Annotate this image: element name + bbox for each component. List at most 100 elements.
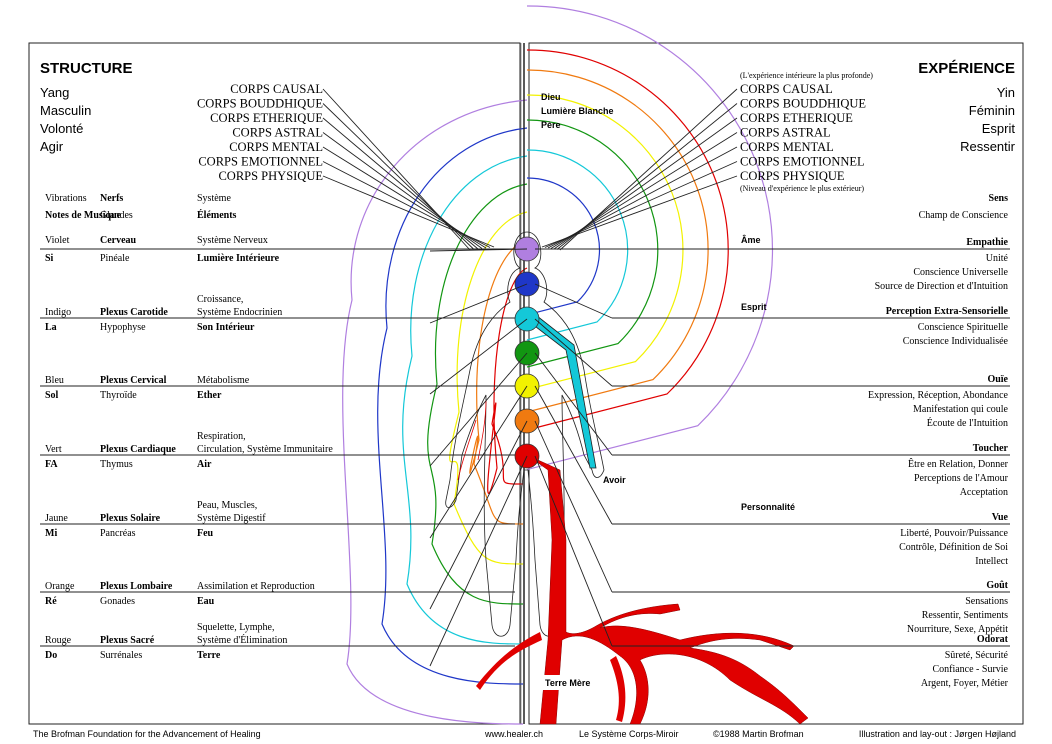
left-body-label: CORPS MENTAL <box>229 140 323 154</box>
left-quality: Yang <box>40 85 69 100</box>
right-quality: Féminin <box>969 103 1015 118</box>
left-row-systeme: Circulation, Système Immunitaire <box>197 444 333 455</box>
right-chakra-connector <box>534 420 613 593</box>
right-row-sense: Toucher <box>973 443 1009 454</box>
left-row-element: Terre <box>197 650 221 661</box>
right-quality: Esprit <box>982 121 1016 136</box>
left-body-label: CORPS ASTRAL <box>232 126 323 140</box>
right-body-label: CORPS ASTRAL <box>740 126 831 140</box>
footer-credit: Illustration and lay-out : Jørgen Højlan… <box>859 729 1016 739</box>
right-chakra-connector <box>534 385 613 525</box>
label-terre-mere: Terre Mère <box>545 678 590 688</box>
header-nerfs: Nerfs <box>100 193 123 204</box>
left-row-element: Eau <box>197 596 215 607</box>
right-row-sense: Vue <box>992 512 1009 523</box>
chakra-column <box>514 236 540 469</box>
right-body-label: CORPS MENTAL <box>740 140 834 154</box>
left-body-ray <box>322 161 491 248</box>
left-body-label: CORPS EMOTIONNEL <box>198 155 323 169</box>
right-row-item: Sensations <box>965 596 1008 607</box>
left-aura-outline <box>449 211 528 565</box>
left-row-element: Lumière Intérieure <box>197 253 280 264</box>
right-row-item: Être en Relation, Donner <box>908 458 1009 470</box>
right-chakra-connector <box>534 318 613 387</box>
left-chakra-connector <box>429 420 528 610</box>
left-title: STRUCTURE <box>40 60 133 77</box>
left-chakra-connector <box>429 318 528 395</box>
left-row-note: Mi <box>45 528 57 539</box>
header-notes-text: Notes de Musique <box>45 210 122 221</box>
left-row-note: Si <box>45 253 54 264</box>
header-notes: Notes de Musique <box>45 210 122 221</box>
header-sens: Sens <box>989 193 1009 204</box>
label-pere: Père <box>541 120 561 130</box>
right-body-ray <box>544 161 738 248</box>
right-aura-arc <box>526 177 600 316</box>
right-chakra-connector <box>534 455 613 647</box>
left-row-systeme: Respiration, <box>197 431 246 442</box>
right-row-item: Expression, Réception, Abondance <box>868 390 1009 401</box>
left-row-nerf: Plexus Carotide <box>100 307 168 318</box>
note-top: (L'expérience intérieure la plus profond… <box>740 71 873 80</box>
terre-mere-roots <box>526 454 809 725</box>
right-aura-arc <box>526 49 729 431</box>
terre-mere-label-bg <box>541 675 603 690</box>
left-row-nerf: Plexus Lombaire <box>100 581 173 592</box>
label-personnalite: Personnalité <box>741 502 795 512</box>
left-row-color: Orange <box>45 581 75 592</box>
left-row-nerf: Plexus Solaire <box>100 513 161 524</box>
right-aura-arc <box>526 94 684 391</box>
left-row-systeme: Croissance, <box>197 294 243 305</box>
footer-foundation: The Brofman Foundation for the Advanceme… <box>33 729 261 739</box>
right-row-item: Contrôle, Définition de Soi <box>899 542 1008 553</box>
left-row-color: Vert <box>45 444 62 455</box>
right-title: EXPÉRIENCE <box>918 60 1015 77</box>
left-aura-outlines <box>342 99 528 725</box>
right-body-label: CORPS PHYSIQUE <box>740 169 845 183</box>
right-row-item: Ressentir, Sentiments <box>922 610 1008 621</box>
left-row-color: Bleu <box>45 375 64 386</box>
root-branch-left <box>476 632 542 690</box>
left-row-note: Ré <box>45 596 57 607</box>
right-row-item: Conscience Universelle <box>913 267 1008 278</box>
left-row-element: Air <box>197 459 212 470</box>
left-body-label: CORPS CAUSAL <box>230 82 323 96</box>
left-quality: Masculin <box>40 103 91 118</box>
right-quality: Ressentir <box>960 139 1016 154</box>
left-aura-outline <box>377 127 528 685</box>
right-aura-arc <box>526 5 774 471</box>
left-body-label: CORPS ETHERIQUE <box>210 111 323 125</box>
left-row-systeme: Système Digestif <box>197 513 266 524</box>
left-row-glande: Hypophyse <box>100 322 146 333</box>
header-vibrations: Vibrations <box>45 193 87 204</box>
right-aura-arc <box>526 149 629 341</box>
left-aura-outline <box>469 239 528 525</box>
right-connector-lines <box>541 88 738 251</box>
right-row-item: Écoute de l'Intuition <box>927 417 1008 429</box>
left-row-color: Rouge <box>45 635 72 646</box>
label-esprit: Esprit <box>741 302 767 312</box>
right-row-item: Unité <box>986 253 1009 264</box>
left-row-note: Do <box>45 650 57 661</box>
right-aura-arcs <box>526 5 774 471</box>
left-aura-outline <box>342 99 528 725</box>
left-row-nerf: Plexus Cardiaque <box>100 444 176 455</box>
right-row-item: Conscience Spirituelle <box>918 322 1009 333</box>
right-row-sense: Perception Extra-Sensorielle <box>886 306 1009 317</box>
left-chakra-connector <box>429 352 528 467</box>
label-ame: Âme <box>741 234 761 245</box>
right-row-item: Manifestation qui coule <box>913 404 1009 415</box>
header-champ: Champ de Conscience <box>919 210 1009 221</box>
left-quality: Agir <box>40 139 64 154</box>
footer-copyright: ©1988 Martin Brofman <box>713 729 804 739</box>
left-row-systeme: Assimilation et Reproduction <box>197 581 315 592</box>
left-row-element: Son Intérieur <box>197 322 255 333</box>
left-quality: Volonté <box>40 121 83 136</box>
footer-website[interactable]: www.healer.ch <box>484 729 543 739</box>
left-row-systeme: Système Endocrinien <box>197 307 282 318</box>
